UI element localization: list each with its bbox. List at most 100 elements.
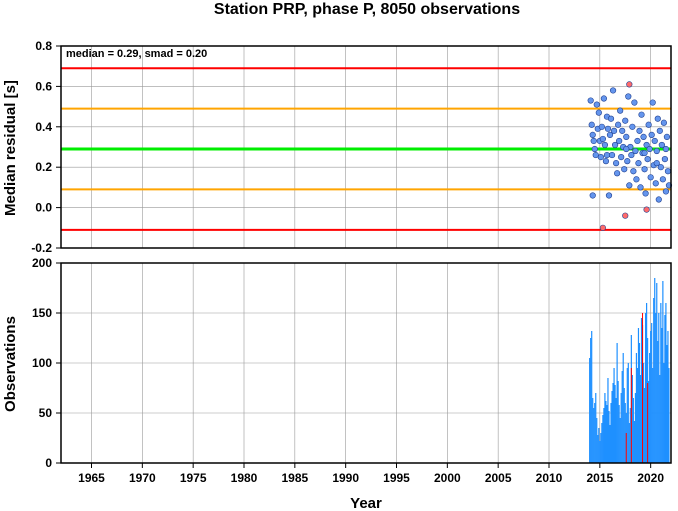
residual-point-0-70 (658, 141, 665, 149)
residual-point-0-1 (588, 121, 595, 128)
residual-point-0-6 (593, 101, 600, 108)
observations-bar-74 (664, 315, 666, 463)
observations-bar-25 (614, 385, 616, 463)
observations-highlight-bar-2 (642, 313, 644, 463)
observations-bar-10 (599, 441, 601, 463)
residual-point-1-3 (643, 206, 650, 213)
residual-y-tick-label-0.6: 0.6 (35, 79, 52, 93)
residual-point-0-13 (600, 95, 608, 102)
residual-point-0-53 (641, 166, 648, 173)
year-tick-label-2000: 2000 (434, 471, 461, 485)
residual-y-tick-label-0.4: 0.4 (35, 120, 52, 134)
observations-bar-26 (615, 398, 617, 463)
residual-point-0-45 (633, 176, 640, 183)
observations-bar-60 (650, 331, 652, 463)
observations-bar-76 (666, 345, 668, 463)
observations-bar-1 (590, 338, 592, 463)
observations-bar-3 (592, 398, 594, 463)
residual-point-0-43 (631, 99, 638, 106)
observations-bar-65 (655, 313, 657, 463)
residual-point-1-0 (599, 224, 606, 231)
residual-y-tick-label-0.2: 0.2 (35, 160, 52, 174)
residual-point-0-22 (609, 87, 617, 94)
observations-bar-5 (594, 403, 596, 463)
residual-point-0-72 (660, 119, 667, 126)
residual-point-0-58 (646, 145, 653, 153)
observations-bar-17 (606, 405, 608, 463)
year-tick-label-1990: 1990 (332, 471, 359, 485)
observations-bar-23 (612, 383, 614, 463)
observations-bar-40 (629, 408, 631, 463)
year-tick-label-1975: 1975 (180, 471, 207, 485)
residual-point-0-71 (659, 176, 666, 183)
residual-point-0-55 (643, 141, 650, 149)
observations-bar-16 (605, 401, 607, 463)
observations-highlight-bar-0 (625, 433, 627, 463)
observations-y-tick-label-0: 0 (45, 456, 52, 470)
observations-bar-7 (596, 418, 598, 463)
residual-point-0-79 (603, 151, 611, 159)
observations-y-axis-label: Observations (2, 316, 19, 412)
residual-point-0-49 (637, 184, 644, 191)
observations-bar-47 (636, 368, 639, 463)
observations-bar-32 (621, 371, 623, 463)
observations-bar-67 (657, 341, 659, 463)
observations-bar-4 (593, 408, 595, 463)
residual-point-0-44 (632, 147, 639, 155)
residual-point-0-20 (607, 115, 615, 122)
observations-bar-75 (665, 303, 667, 463)
residual-reference-lines (61, 67, 671, 231)
residual-point-0-40 (628, 151, 635, 159)
observations-bar-51 (640, 318, 643, 463)
residual-point-0-34 (622, 117, 629, 124)
observations-bar-69 (659, 375, 661, 463)
residual-point-0-21 (608, 151, 616, 159)
observations-bar-38 (627, 363, 629, 463)
observations-bar-43 (632, 398, 634, 463)
observations-bar-48 (637, 328, 640, 463)
observations-bar-54 (643, 388, 646, 463)
observations-highlight-bar-3 (647, 383, 649, 463)
observations-bars (589, 278, 670, 463)
residual-point-0-12 (599, 135, 606, 143)
observations-bar-8 (597, 435, 599, 463)
residual-plot-frame (60, 45, 672, 249)
observations-bar-34 (623, 388, 625, 463)
residual-point-0-64 (652, 180, 659, 187)
observations-bar-30 (619, 418, 621, 463)
residual-point-0-2 (589, 131, 596, 138)
observations-bar-12 (601, 423, 603, 463)
residual-point-0-56 (644, 156, 651, 163)
residual-point-0-29 (617, 107, 624, 114)
residual-point-0-61 (649, 99, 656, 106)
year-tick-label-1980: 1980 (231, 471, 258, 485)
observations-bar-22 (611, 391, 613, 463)
year-tick-label-2010: 2010 (536, 471, 563, 485)
residual-point-0-76 (664, 168, 672, 175)
observations-bar-19 (608, 411, 610, 463)
observations-bar-78 (668, 368, 670, 463)
residual-point-0-36 (624, 158, 631, 165)
residual-point-0-33 (621, 166, 628, 173)
median-smad-annotation: median = 0.29, smad = 0.20 (66, 48, 207, 60)
observations-bar-11 (600, 433, 602, 463)
residual-point-0-10 (597, 154, 604, 161)
residual-point-0-52 (640, 133, 647, 140)
residual-panel: -0.20.00.20.40.60.8 median = 0.29, smad … (2, 39, 673, 255)
residual-point-1-1 (622, 212, 629, 219)
observations-y-tick-label-200: 200 (32, 256, 52, 270)
observations-bar-56 (646, 303, 648, 463)
observations-bar-71 (661, 328, 663, 463)
year-x-axis-label: Year (350, 495, 382, 511)
residual-point-0-68 (656, 127, 663, 134)
residual-point-0-3 (590, 137, 597, 145)
residual-point-0-65 (653, 147, 660, 155)
residual-points (587, 81, 673, 231)
observations-bar-64 (654, 278, 656, 463)
residual-point-0-80 (623, 145, 630, 153)
observations-bar-49 (638, 343, 641, 463)
residual-y-tick-label-0.0: 0.0 (35, 201, 52, 215)
residual-point-0-24 (611, 141, 619, 149)
observations-bar-2 (591, 331, 593, 463)
